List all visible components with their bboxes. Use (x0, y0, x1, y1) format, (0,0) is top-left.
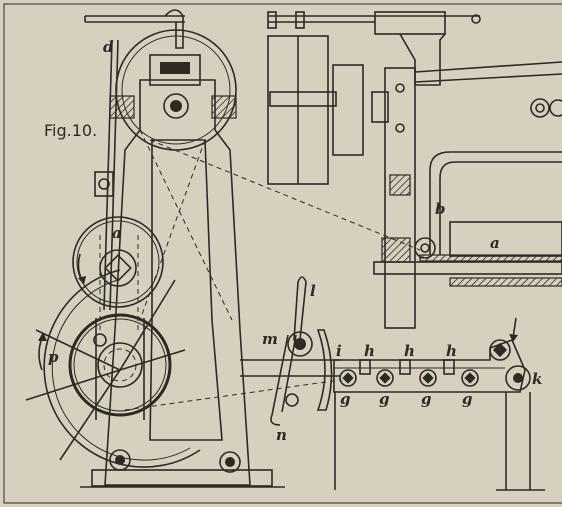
label-a-slide: a (490, 234, 500, 252)
label-h: h (404, 342, 415, 360)
eccentric-ring (68, 313, 172, 420)
label-b: b (435, 200, 446, 218)
label-n: n (276, 426, 287, 444)
feed-rollers (339, 369, 479, 387)
top-rod (84, 9, 185, 311)
base-bolts (109, 449, 241, 473)
label-d: d (103, 38, 114, 56)
label-g: g (340, 390, 351, 408)
label-p: p (48, 348, 59, 366)
feed-table (240, 317, 545, 491)
label-g: g (379, 390, 390, 408)
wheel-a (72, 216, 164, 330)
figure-label: Fig.10. (44, 121, 97, 140)
slide-b (373, 61, 562, 329)
label-a-wheel: a (112, 224, 122, 242)
label-m: m (262, 330, 278, 348)
label-i: i (336, 342, 342, 360)
label-g: g (462, 390, 473, 408)
drive-pulleys (267, 11, 481, 185)
rotation-arrows (38, 253, 86, 371)
lever-assembly (270, 276, 333, 426)
dashed-linkage (124, 129, 421, 411)
page-frame (3, 3, 562, 504)
label-h: h (364, 342, 375, 360)
label-k: k (532, 370, 542, 388)
label-l: l (310, 282, 316, 300)
label-g: g (421, 390, 432, 408)
label-h: h (446, 342, 457, 360)
